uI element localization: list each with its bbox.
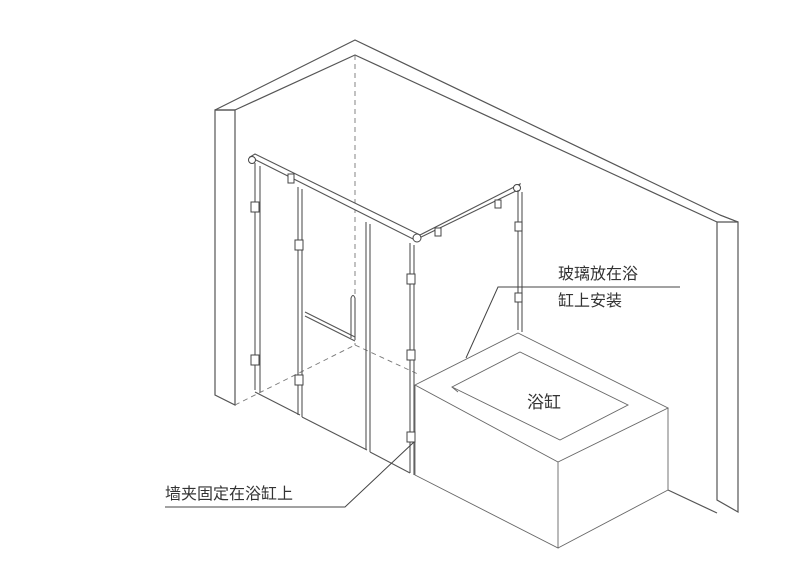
right-wall-edge xyxy=(716,221,739,514)
label-wall-clamp: 墙夹固定在浴缸上 xyxy=(165,484,293,503)
door-hinge-bottom xyxy=(294,374,304,386)
leader-wall-clamp xyxy=(165,441,415,508)
tub-basin xyxy=(450,351,630,441)
rail-clamp-3 xyxy=(434,227,442,237)
wall-structure xyxy=(214,39,739,514)
rail-clamp-1 xyxy=(287,173,295,184)
rail-corner-joint xyxy=(412,233,422,243)
rail-end-cap-left xyxy=(248,156,256,164)
door-hinge-top xyxy=(294,239,304,251)
tub-front-face xyxy=(414,385,559,549)
corner-clamp-mid xyxy=(406,349,416,361)
rail-end-cap-right xyxy=(513,184,521,192)
tub-side-face xyxy=(557,408,669,549)
bathtub: 浴缸 xyxy=(414,332,670,549)
corner-clamp-bottom xyxy=(406,431,416,443)
leader-glass-on-tub xyxy=(465,286,680,359)
wall-clamp-top-left xyxy=(250,201,260,213)
corner-clamp-top xyxy=(406,273,416,285)
bathtub-label: 浴缸 xyxy=(527,392,561,413)
left-wall-edge xyxy=(214,109,236,406)
wall-inner-top xyxy=(234,54,718,223)
wall-clamp-bottom-left xyxy=(250,354,260,366)
side-clamp-bottom xyxy=(514,292,523,303)
door-handle xyxy=(304,294,356,342)
side-clamp-top xyxy=(514,221,523,232)
label-glass-on-tub-line2: 缸上安装 xyxy=(558,291,622,310)
label-glass-on-tub-line1: 玻璃放在浴 xyxy=(558,264,638,283)
wall-top-edge xyxy=(214,39,739,223)
top-rail-front xyxy=(248,153,421,241)
rail-clamp-2 xyxy=(494,199,502,209)
top-rail-side xyxy=(414,182,521,241)
shower-enclosure xyxy=(248,153,523,475)
